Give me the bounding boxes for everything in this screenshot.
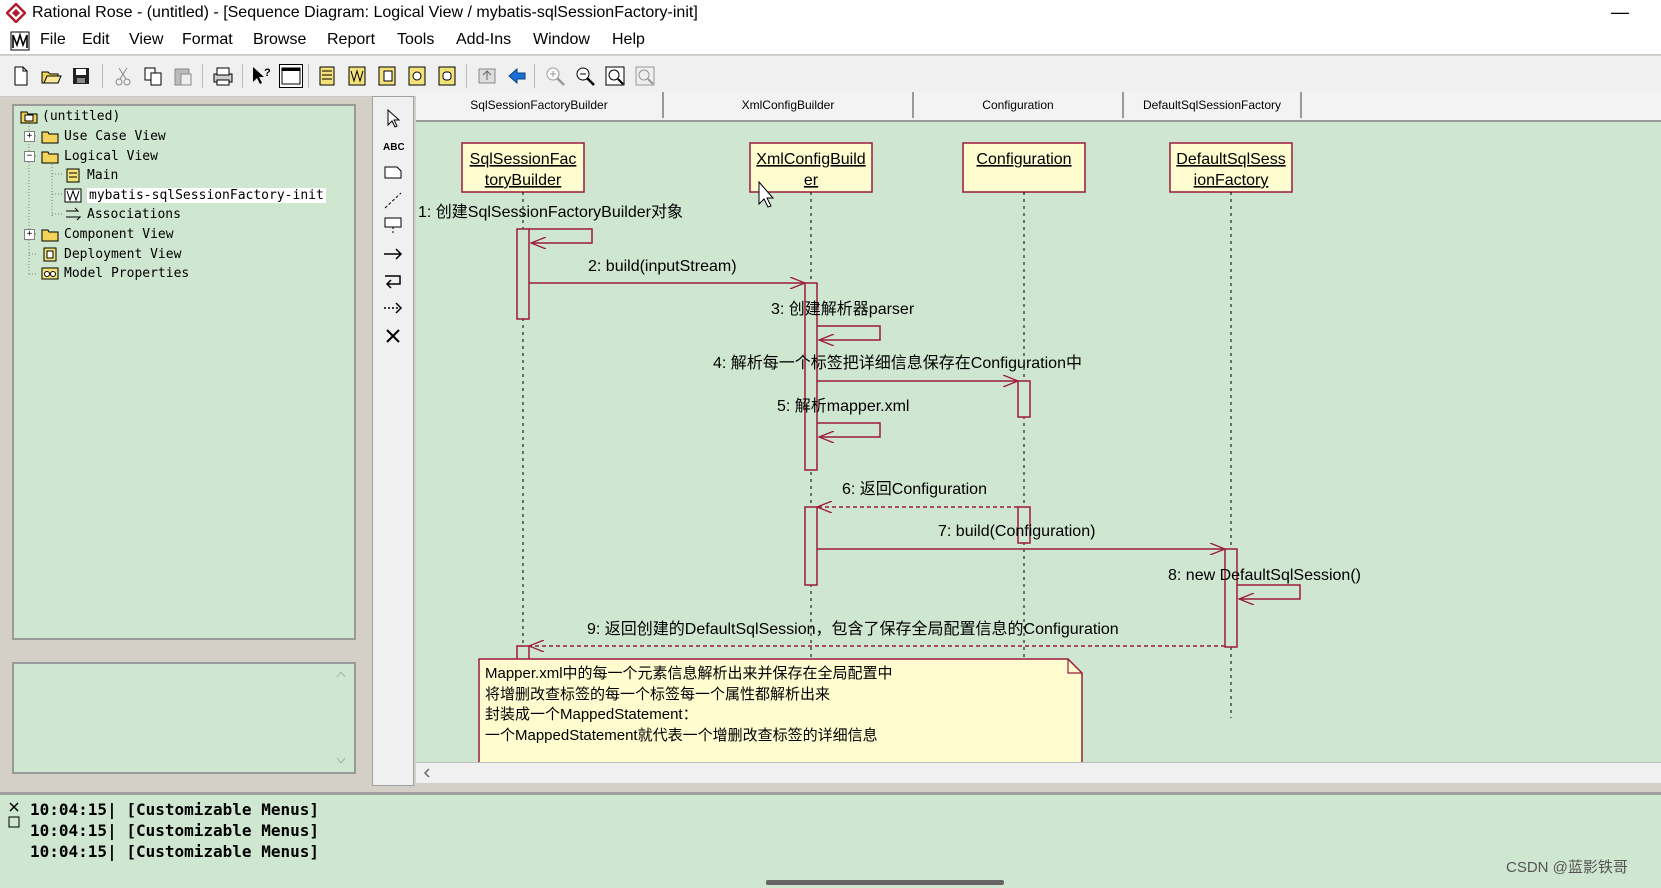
object-tool-icon[interactable] bbox=[382, 215, 404, 237]
view-doc-window-icon[interactable] bbox=[279, 64, 303, 88]
tree-item-associations[interactable]: Associations bbox=[87, 207, 181, 222]
return-message-tool-icon[interactable] bbox=[382, 297, 404, 319]
interaction-diagram-icon[interactable] bbox=[346, 65, 368, 87]
deployment-view-icon bbox=[43, 247, 57, 262]
menu-add-ins[interactable]: Add-Ins bbox=[456, 31, 512, 48]
message-tool-icon[interactable] bbox=[382, 243, 404, 265]
selection-tool-icon[interactable] bbox=[382, 107, 404, 129]
paste-icon[interactable] bbox=[172, 65, 194, 87]
doc-scrollbar[interactable] bbox=[334, 668, 348, 768]
menu-edit[interactable]: Edit bbox=[82, 31, 110, 48]
expand-component-view[interactable]: + bbox=[24, 229, 35, 240]
menu-view[interactable]: View bbox=[129, 31, 164, 48]
header-sqlsessionfactorybuilder: SqlSessionFactoryBuilder bbox=[416, 92, 664, 118]
message-to-self-tool-icon[interactable] bbox=[382, 270, 404, 292]
menu-report[interactable]: Report bbox=[327, 31, 376, 48]
folder-open-icon bbox=[41, 151, 59, 164]
svg-text:ABC: ABC bbox=[383, 142, 404, 153]
tree-item-component-view[interactable]: Component View bbox=[64, 227, 174, 242]
cut-icon[interactable] bbox=[112, 65, 134, 87]
diagram-window-icon[interactable] bbox=[10, 31, 30, 51]
anchor-note-tool-icon[interactable] bbox=[382, 189, 404, 211]
destruction-marker-tool-icon[interactable] bbox=[382, 325, 404, 347]
log-entry: 10:04:15| [Customizable Menus] bbox=[30, 842, 319, 861]
svg-text:?: ? bbox=[264, 67, 271, 79]
menu-file[interactable]: File bbox=[40, 31, 66, 48]
header-defaultsqlsessionfactory: DefaultSqlSessionFactory bbox=[1124, 92, 1302, 118]
diagram-toolbox: ABC bbox=[372, 96, 414, 786]
documentation-window[interactable] bbox=[12, 662, 356, 774]
rational-rose-app-icon bbox=[6, 3, 26, 23]
model-root-icon bbox=[20, 111, 38, 124]
undo-fit-icon[interactable] bbox=[634, 65, 656, 87]
tree-item-use-case-view[interactable]: Use Case View bbox=[64, 129, 166, 144]
deployment-diagram-icon[interactable] bbox=[406, 65, 428, 87]
sequence-diagram-icon bbox=[64, 188, 82, 203]
log-scrollbar-thumb[interactable] bbox=[766, 880, 1004, 885]
diagram-horizontal-scrollbar[interactable] bbox=[416, 762, 1661, 783]
tree-item-main[interactable]: Main bbox=[87, 168, 119, 183]
save-icon[interactable] bbox=[70, 65, 92, 87]
class-diagram-icon[interactable] bbox=[316, 65, 338, 87]
log-window-controls bbox=[8, 801, 20, 871]
context-help-icon[interactable]: ? bbox=[250, 65, 272, 87]
menu-browse[interactable]: Browse bbox=[253, 31, 307, 48]
class-diagram-icon bbox=[66, 168, 80, 183]
sequence-diagram-canvas[interactable] bbox=[416, 92, 1661, 762]
window-title: Rational Rose - (untitled) - [Sequence D… bbox=[32, 4, 698, 21]
scroll-left-icon[interactable] bbox=[420, 766, 434, 780]
log-entry: 10:04:15| [Customizable Menus] bbox=[30, 821, 319, 840]
menu-help[interactable]: Help bbox=[612, 31, 645, 48]
tree-item-untitled[interactable]: (untitled) bbox=[42, 109, 121, 124]
toolbar: ? bbox=[0, 56, 1661, 97]
fit-in-window-icon[interactable] bbox=[604, 65, 626, 87]
menu-tools[interactable]: Tools bbox=[397, 31, 435, 48]
tree-item-deployment-view[interactable]: Deployment View bbox=[64, 247, 182, 262]
text-tool-icon[interactable]: ABC bbox=[382, 135, 404, 157]
title-bar: Rational Rose - (untitled) - [Sequence D… bbox=[0, 0, 1661, 28]
minimize-button[interactable]: — bbox=[1611, 2, 1629, 22]
tree-connector-lines bbox=[28, 126, 62, 276]
note-tool-icon[interactable] bbox=[382, 161, 404, 183]
header-configuration: Configuration bbox=[914, 92, 1124, 118]
new-file-icon[interactable] bbox=[10, 65, 32, 87]
menu-bar: File Edit View Format Browse Report Tool… bbox=[0, 28, 1661, 55]
tree-item-logical-view[interactable]: Logical View bbox=[64, 149, 158, 164]
collapse-logical-view[interactable]: − bbox=[24, 151, 35, 162]
log-entry: 10:04:15| [Customizable Menus] bbox=[30, 800, 319, 819]
print-icon[interactable] bbox=[212, 65, 234, 87]
tree-item-model-properties[interactable]: Model Properties bbox=[64, 266, 190, 281]
zoom-out-icon[interactable] bbox=[574, 65, 596, 87]
open-folder-icon[interactable] bbox=[40, 65, 62, 87]
component-diagram-icon[interactable] bbox=[376, 65, 398, 87]
menu-window[interactable]: Window bbox=[533, 31, 590, 48]
log-window: 10:04:15| [Customizable Menus] 10:04:15|… bbox=[0, 792, 1661, 888]
menu-format[interactable]: Format bbox=[182, 31, 233, 48]
zoom-in-icon[interactable] bbox=[544, 65, 566, 87]
browse-parent-icon[interactable] bbox=[476, 65, 498, 87]
header-xmlconfigbuilder: XmlConfigBuilder bbox=[664, 92, 914, 118]
folder-icon bbox=[41, 229, 59, 242]
expand-use-case-view[interactable]: + bbox=[24, 131, 35, 142]
lifeline-header-bar: SqlSessionFactoryBuilder XmlConfigBuilde… bbox=[416, 92, 1661, 122]
associations-icon bbox=[66, 207, 82, 221]
browse-previous-icon[interactable] bbox=[506, 65, 528, 87]
statechart-diagram-icon[interactable] bbox=[436, 65, 458, 87]
model-properties-icon bbox=[41, 267, 59, 280]
browser-tree: (untitled) + Use Case View − Logical Vie… bbox=[12, 104, 356, 640]
copy-icon[interactable] bbox=[142, 65, 164, 87]
folder-icon bbox=[41, 131, 59, 144]
watermark-text: CSDN @蓝影铁哥 bbox=[1506, 859, 1628, 876]
tree-item-sequence-diagram[interactable]: mybatis-sqlSessionFactory-init bbox=[87, 188, 326, 203]
